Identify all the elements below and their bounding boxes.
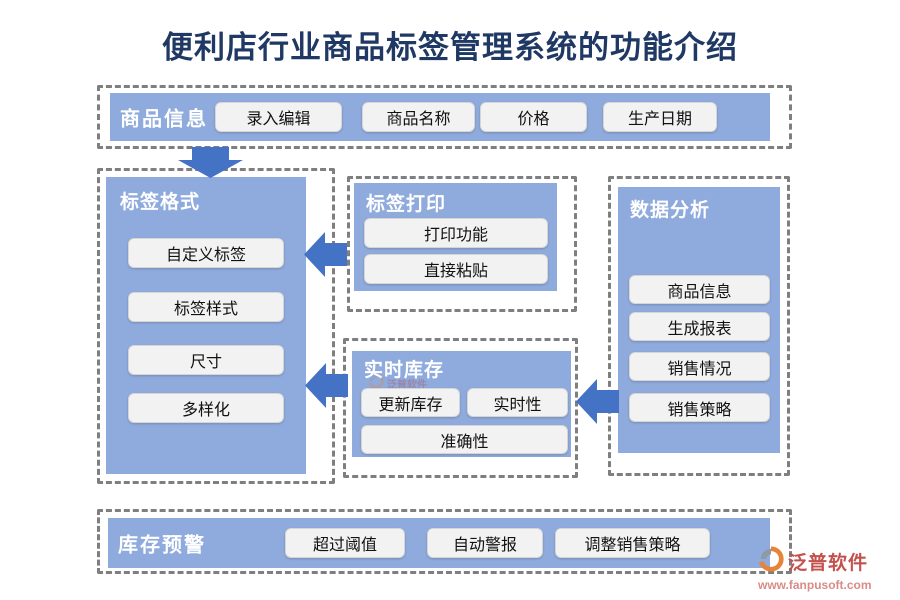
- chip-auto-alarm: 自动警报: [427, 528, 543, 558]
- chip-real-time: 实时性: [467, 388, 568, 417]
- chip-product-info: 商品信息: [629, 275, 770, 304]
- chip-custom-label: 自定义标签: [128, 238, 284, 268]
- label-format-title: 标签格式: [120, 192, 201, 213]
- chip-update-stock: 更新库存: [361, 388, 460, 417]
- chip-threshold-exceeded: 超过阈值: [285, 528, 405, 558]
- product-info-dashed-frame: [97, 85, 792, 149]
- chip-label-style: 标签样式: [128, 292, 284, 322]
- page-title: 便利店行业商品标签管理系统的功能介绍: [162, 30, 738, 65]
- data-analysis-title: 数据分析: [630, 200, 711, 221]
- label-print-panel: 标签打印 打印功能 直接粘贴: [354, 183, 557, 291]
- chip-size: 尺寸: [128, 345, 284, 375]
- inventory-alert-title: 库存预警: [118, 534, 206, 557]
- chip-entry-edit: 录入编辑: [215, 102, 342, 132]
- chip-print-function: 打印功能: [364, 218, 548, 248]
- chip-sales-status: 销售情况: [629, 352, 770, 381]
- realtime-inventory-dashed-frame: [343, 338, 578, 478]
- chip-diversity: 多样化: [128, 393, 284, 423]
- watermark-url-text: www.fanpusoft.com: [758, 578, 872, 592]
- chip-direct-paste: 直接粘贴: [364, 254, 548, 284]
- chip-price: 价格: [480, 102, 587, 132]
- arrow-left-icon: [305, 363, 348, 408]
- chip-production-date: 生产日期: [603, 102, 717, 132]
- label-format-panel: 标签格式 自定义标签 标签样式 尺寸 多样化: [106, 177, 306, 474]
- inventory-alert-dashed-frame: [97, 509, 792, 574]
- fanpu-watermark: 泛普软件 www.fanpusoft.com: [758, 546, 888, 592]
- realtime-inventory-panel: 泛普软件 实时库存 更新库存 实时性 准确性: [352, 351, 571, 457]
- chip-generate-report: 生成报表: [629, 312, 770, 341]
- fanpu-swirl-logo-icon: [758, 546, 784, 577]
- watermark-brand-text: 泛普软件: [788, 553, 869, 574]
- data-analysis-dashed-frame: [608, 176, 790, 476]
- label-print-title: 标签打印: [366, 194, 447, 215]
- arrow-left-icon: [304, 232, 347, 277]
- product-info-title: 商品信息: [120, 108, 208, 131]
- data-analysis-panel: 数据分析 商品信息 生成报表 销售情况 销售策略: [618, 187, 780, 453]
- chip-accuracy: 准确性: [361, 425, 568, 454]
- chip-sales-strategy: 销售策略: [629, 393, 770, 422]
- arrow-left-icon: [576, 379, 619, 424]
- realtime-inventory-title: 实时库存: [364, 360, 445, 381]
- arrow-down-icon: [178, 147, 243, 178]
- label-print-dashed-frame: [347, 176, 577, 312]
- chip-product-name: 商品名称: [362, 102, 475, 132]
- chip-adjust-sales-strategy: 调整销售策略: [555, 528, 710, 558]
